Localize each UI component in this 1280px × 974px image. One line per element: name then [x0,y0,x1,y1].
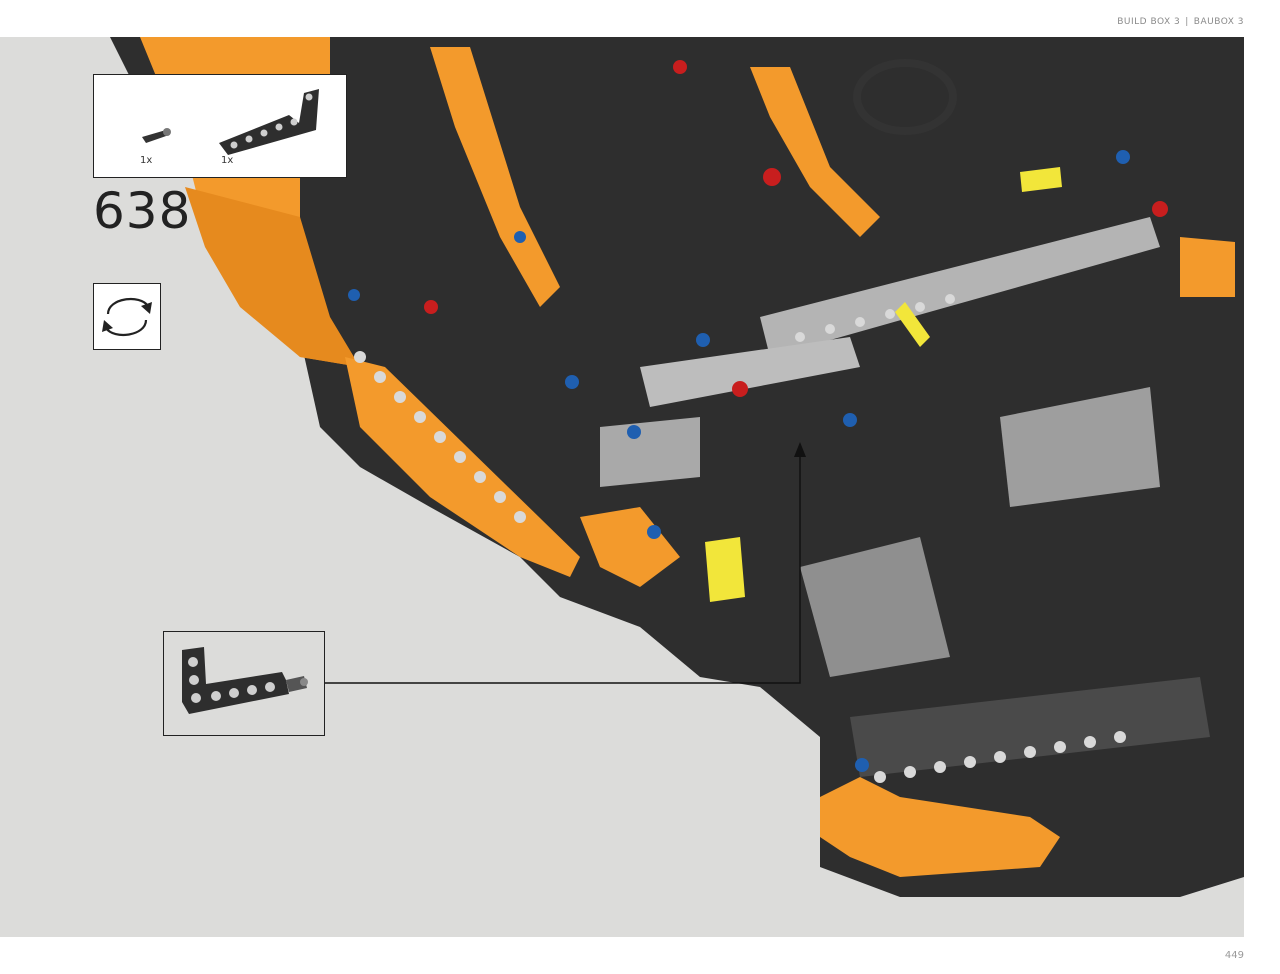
callout-line [325,457,801,684]
page-number: 449 [1224,950,1244,961]
callout-part-graphic [182,647,308,714]
step-number: 638 [93,182,192,240]
part-quantity: 1x [221,155,234,166]
callout-box [163,631,325,736]
header-separator: | [1185,17,1189,27]
header-build-box-en: BUILD BOX 3 [1117,17,1181,27]
part-quantity: 1x [140,155,153,166]
callout-arrow [794,442,806,457]
page-header: BUILD BOX 3 | BAUBOX 3 [1117,17,1244,27]
rotate-model-box [93,283,161,350]
parts-list-graphic [142,89,319,155]
header-build-box-de: BAUBOX 3 [1193,17,1244,27]
pin-with-axle-part [142,128,171,143]
parts-list-box: 1x 1x [93,74,347,178]
rotate-model-icon [102,297,152,337]
l-shaped-beam-part [219,89,319,155]
